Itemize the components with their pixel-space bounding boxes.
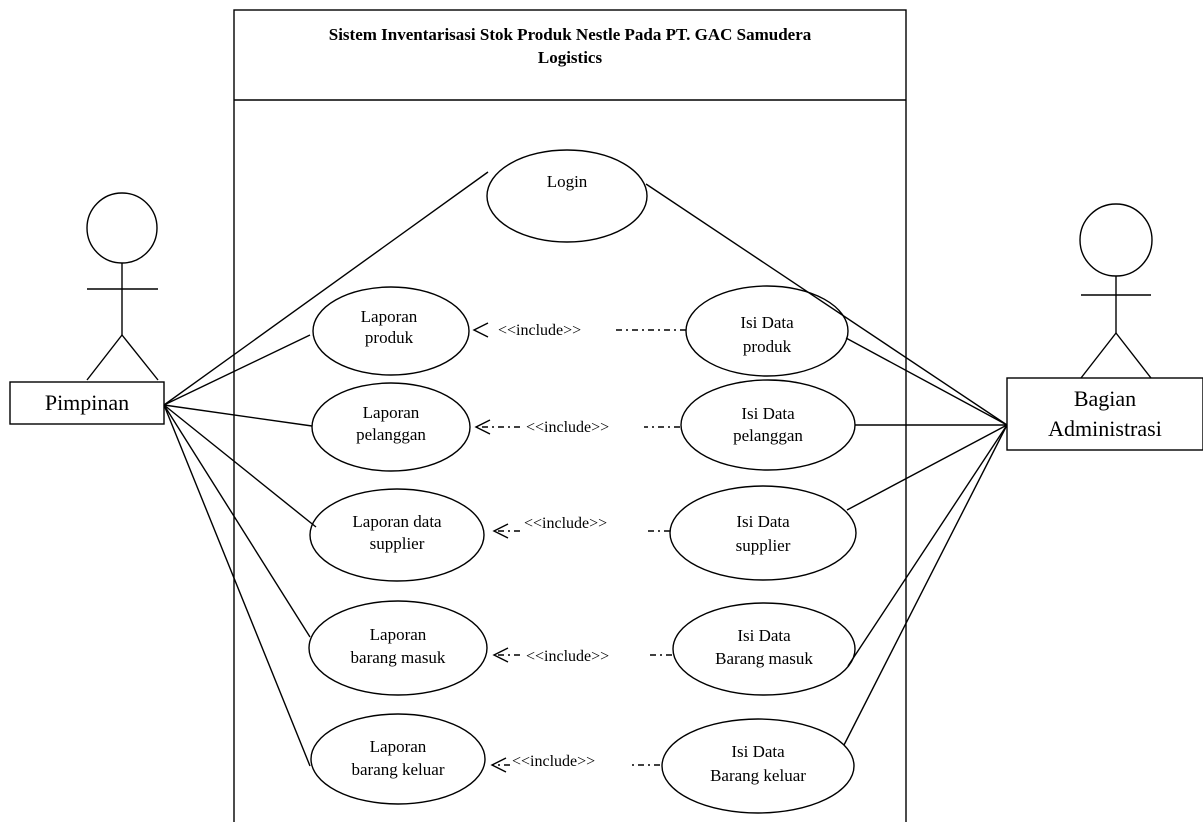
usecase-label-line2: produk [743,337,792,356]
usecase-label-line2: supplier [370,534,425,553]
usecase-label-line1: Isi Data [740,313,794,332]
usecase-label-line1: Laporan [363,403,420,422]
usecase-label-line1: Laporan [370,625,427,644]
usecase-label-line2: supplier [736,536,791,555]
usecase-laporan-barang-keluar[interactable]: Laporan barang keluar [310,713,486,805]
usecase-label-line2: produk [365,328,414,347]
include-supplier: <<include>> [492,515,670,539]
include-label: <<include>> [526,419,609,436]
usecase-laporan-pelanggan[interactable]: Laporan pelanggan [311,382,471,472]
usecase-label-line1: Isi Data [736,512,790,531]
include-label: <<include>> [498,322,581,339]
include-label: <<include>> [526,648,609,665]
system-title-line1: Sistem Inventarisasi Stok Produk Nestle … [329,25,812,44]
system-boundary: Sistem Inventarisasi Stok Produk Nestle … [233,9,907,822]
arrowhead-icon [474,419,491,435]
actor-pimpinan: Pimpinan [9,192,165,425]
actor-bagian-administrasi-label-line2: Administrasi [1048,416,1162,441]
include-relations: <<include>> <<include>> <<include>> <<in… [472,322,686,773]
usecase-label-line2: pelanggan [356,425,426,444]
include-barang-keluar: <<include>> [490,753,660,773]
stick-figure-icon [86,192,159,381]
actor-bagian-administrasi-box [1006,377,1203,451]
arrowhead-icon [492,647,509,663]
usecase-laporan-produk[interactable]: Laporan produk [312,286,470,376]
usecase-isi-data-supplier[interactable]: Isi Data supplier [669,485,857,581]
usecase-label-line2: pelanggan [733,426,803,445]
include-label: <<include>> [512,753,595,770]
usecase-label-line1: Isi Data [737,626,791,645]
usecase-laporan-supplier[interactable]: Laporan data supplier [309,488,485,582]
stick-figure-icon [1079,203,1153,379]
arrowhead-icon [492,523,509,539]
include-produk: <<include>> [472,322,686,339]
usecase-label-line2: Barang masuk [715,649,813,668]
usecase-label-line1: Laporan [361,307,418,326]
actor-bagian-administrasi-label-line1: Bagian [1074,386,1136,411]
usecase-isi-data-barang-keluar[interactable]: Isi Data Barang keluar [661,718,855,814]
usecase-laporan-barang-masuk[interactable]: Laporan barang masuk [308,600,488,696]
usecase-label-line1: Laporan [370,737,427,756]
usecase-isi-data-barang-masuk[interactable]: Isi Data Barang masuk [672,602,856,696]
include-barang-masuk: <<include>> [492,647,672,665]
usecase-label-line1: Isi Data [731,742,785,761]
usecase-isi-data-produk[interactable]: Isi Data produk [685,285,849,377]
include-label: <<include>> [524,515,607,532]
actor-pimpinan-box [9,381,165,425]
arrowhead-icon [472,322,489,338]
usecase-label-line1: Laporan data [352,512,442,531]
usecase-label-line2: Barang keluar [710,766,806,785]
actor-pimpinan-label: Pimpinan [45,390,129,415]
include-pelanggan: <<include>> [474,419,680,436]
system-title-line2: Logistics [538,48,603,67]
actor-bagian-administrasi: Bagian Administrasi [1006,203,1203,451]
usecase-label-line2: barang keluar [352,760,445,779]
usecase-isi-data-pelanggan[interactable]: Isi Data pelanggan [680,379,856,471]
usecase-login-label: Login [547,172,588,191]
usecase-login[interactable]: Login [486,149,648,243]
arrowhead-icon [490,757,507,773]
usecase-label-line1: Isi Data [741,404,795,423]
usecase-label-line2: barang masuk [351,648,446,667]
associations [163,171,1008,767]
